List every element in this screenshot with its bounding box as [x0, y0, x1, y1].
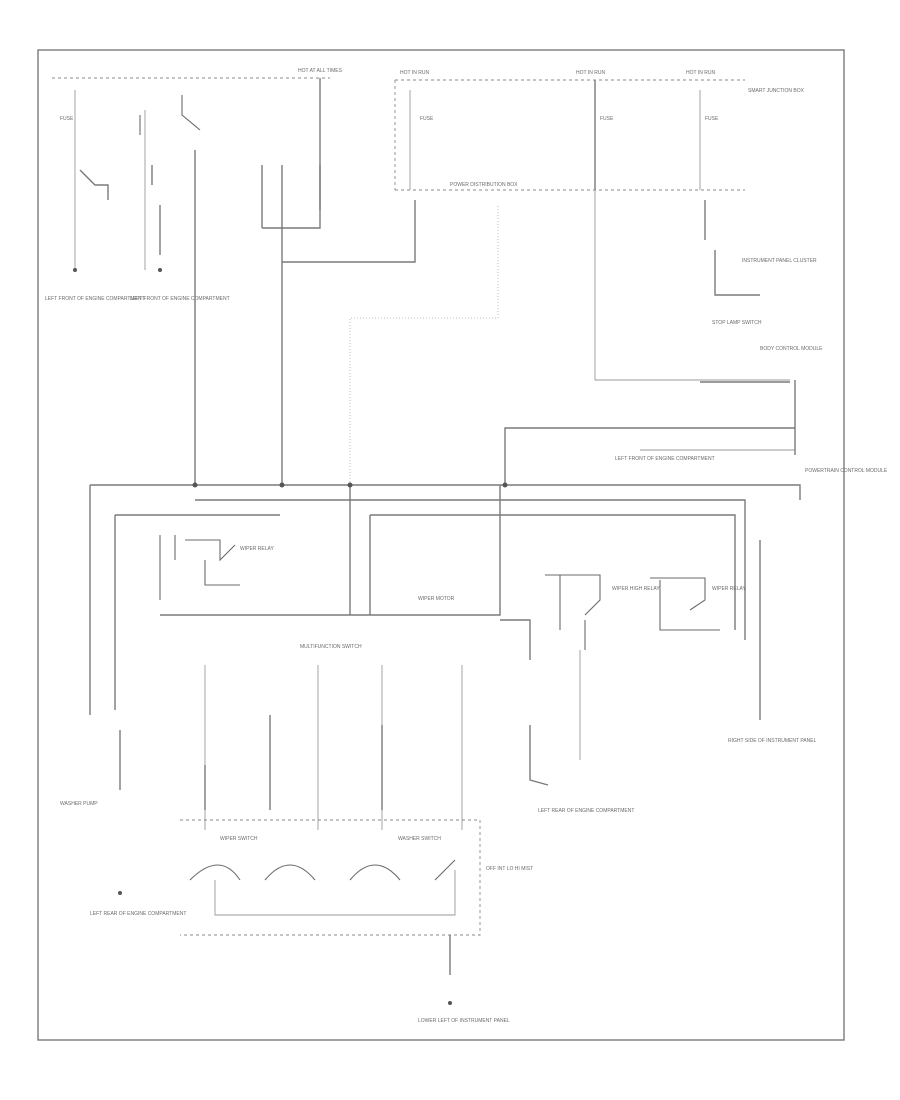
- green-wire-2: [151, 165, 161, 255]
- label-relay-1: WIPER RELAY: [240, 546, 274, 552]
- ground-node-bottom: [448, 1001, 452, 1005]
- mfs-box: [180, 819, 481, 936]
- switch-bottom-rail: [214, 870, 456, 916]
- diagram-border: [37, 49, 845, 1041]
- label-relay-3: WIPER RELAY: [712, 586, 746, 592]
- relay-1-symbol: [159, 535, 240, 600]
- fuse-2-down: [594, 190, 790, 381]
- label-multifunction: MULTIFUNCTION SWITCH: [300, 644, 362, 650]
- main-bus: [90, 484, 801, 500]
- green-wire-3: [262, 165, 321, 229]
- relay-3-symbol: [650, 577, 720, 631]
- label-body-control: BODY CONTROL MODULE: [760, 346, 823, 352]
- green-wire-lower: [529, 725, 549, 786]
- label-washer-pump: WASHER PUMP: [60, 801, 98, 807]
- bus-lower-3: [370, 514, 736, 630]
- label-hot-at-all-times: HOT AT ALL TIMES: [298, 68, 343, 74]
- ground-node-2: [158, 268, 162, 272]
- bus-node-3: [347, 482, 353, 488]
- label-instrument-panel: INSTRUMENT PANEL CLUSTER: [742, 258, 817, 264]
- label-ground-2: LEFT FRONT OF ENGINE COMPARTMENT: [130, 296, 230, 302]
- label-fuse-3: FUSE: [705, 116, 719, 122]
- label-right-side: RIGHT SIDE OF INSTRUMENT PANEL: [728, 738, 817, 744]
- label-hot-in-run-1: HOT IN RUN: [400, 70, 429, 76]
- label-ground-4: LEFT REAR OF ENGINE COMPARTMENT: [538, 808, 634, 814]
- label-fuse-2: FUSE: [600, 116, 614, 122]
- label-power-dist: POWER DISTRIBUTION BOX: [450, 182, 518, 188]
- dotted-feed-center: [349, 205, 499, 485]
- label-wiper-motor: WIPER MOTOR: [418, 596, 455, 602]
- switch-contacts: [189, 859, 456, 881]
- bus-node-1: [192, 482, 198, 488]
- label-ground-5: LEFT REAR OF ENGINE COMPARTMENT: [90, 911, 186, 917]
- yellow-wire-right: [504, 427, 795, 485]
- label-pcm: POWERTRAIN CONTROL MODULE: [805, 468, 888, 474]
- label-wiper-switch: WIPER SWITCH: [220, 836, 258, 842]
- label-hot-in-run-3: HOT IN RUN: [686, 70, 715, 76]
- label-smart-junction: SMART JUNCTION BOX: [748, 88, 805, 94]
- center-drop-3: [160, 485, 501, 616]
- label-ground-bottom: LOWER LEFT OF INSTRUMENT PANEL: [418, 1018, 510, 1024]
- label-fuse-left: FUSE: [60, 116, 74, 122]
- label-off-int: OFF INT LO HI MIST: [486, 866, 533, 872]
- bus-lower-1: [195, 499, 746, 640]
- bus-node-2: [279, 482, 285, 488]
- label-ground-3: LEFT FRONT OF ENGINE COMPARTMENT: [615, 456, 715, 462]
- top-relay-switch: [139, 95, 201, 135]
- yellow-wire-cross: [282, 200, 416, 263]
- bus-node-4: [502, 482, 508, 488]
- relay-2-symbol: [545, 574, 601, 650]
- label-washer-switch: WASHER SWITCH: [398, 836, 441, 842]
- ground-node-1: [73, 268, 77, 272]
- module-box-edge: [500, 619, 531, 660]
- label-relay-2: WIPER HIGH RELAY: [612, 586, 660, 592]
- label-stop-lamp: STOP LAMP SWITCH: [712, 320, 762, 326]
- pink-wire-right: [704, 200, 760, 296]
- ground-node-left-bottom: [118, 891, 122, 895]
- label-ground-1: LEFT FRONT OF ENGINE COMPARTMENT: [45, 296, 145, 302]
- label-fuse-1: FUSE: [420, 116, 434, 122]
- label-hot-in-run-2: HOT IN RUN: [576, 70, 605, 76]
- green-wire-left: [79, 169, 109, 200]
